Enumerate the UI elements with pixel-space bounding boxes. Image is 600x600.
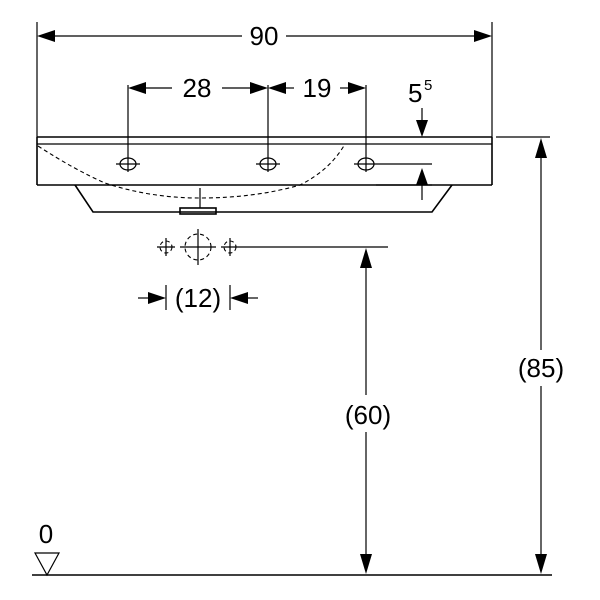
dimension-tap-spacing-left: 28 (128, 73, 268, 103)
dimension-waste-spacing: (12) (138, 283, 258, 313)
waste-outlet-symbol (157, 229, 388, 265)
dimension-rim-thickness: 5 5 (376, 77, 432, 200)
dimension-waste-height: (60) (345, 248, 391, 574)
rim-thickness-label: 5 (408, 78, 422, 108)
dimension-rim-height: (85) (496, 136, 564, 574)
rim-height-label: (85) (518, 353, 564, 383)
basin-outline (36, 136, 493, 215)
floor-level-label: 0 (39, 519, 53, 549)
tap-hole-left (116, 85, 140, 172)
waste-height-label: (60) (345, 400, 391, 430)
dimension-tap-spacing-right: 19 (268, 73, 366, 103)
rim-thickness-superscript: 5 (424, 77, 432, 94)
waste-spacing-label: (12) (175, 283, 221, 313)
tap-spacing-right-label: 19 (303, 73, 332, 103)
overall-width-label: 90 (250, 21, 279, 51)
floor-level: 0 (32, 519, 552, 577)
dimension-overall-width: 90 (36, 21, 493, 137)
tap-spacing-left-label: 28 (183, 73, 212, 103)
tap-hole-right (354, 85, 378, 172)
tap-hole-center (256, 85, 280, 172)
